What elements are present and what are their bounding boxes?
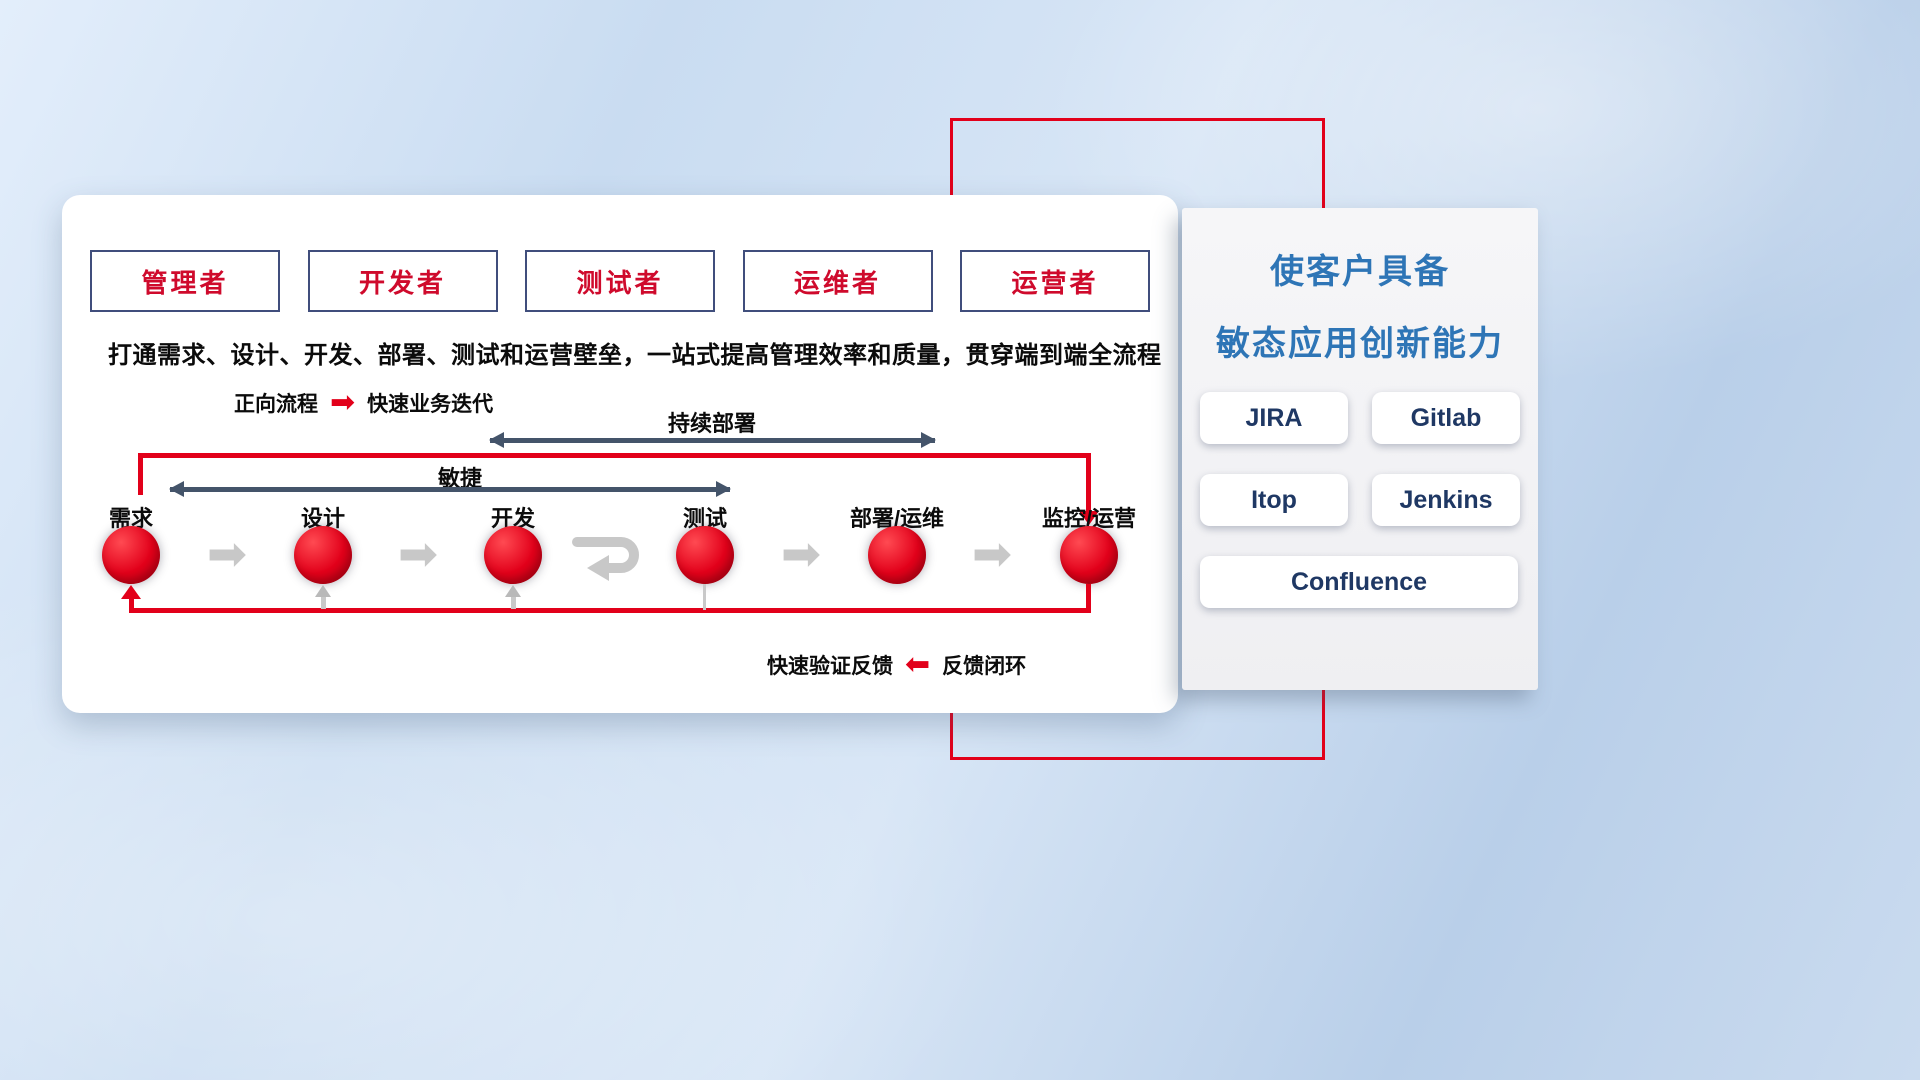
legend-feedback-desc: 快速验证反馈: [767, 655, 893, 678]
legend-feedback-label: 反馈闭环: [942, 655, 1027, 678]
tool-button-itop: Itop: [1200, 474, 1348, 526]
stage-node-development: [484, 526, 542, 584]
roles-row: 管理者 开发者 测试者 运维者 运营者: [90, 250, 1150, 312]
role-label: 管理者: [141, 267, 229, 298]
feedback-arrow-development-icon: [505, 585, 521, 597]
forward-loop-line-right: [1086, 453, 1091, 511]
feedback-line-bottom: [129, 608, 1091, 613]
flow-arrow-icon: ➡: [971, 528, 1013, 581]
stage-node-design: [294, 526, 352, 584]
forward-arrow-icon: ➡: [330, 386, 356, 419]
iterate-loop-icon: [569, 529, 649, 588]
tool-button-jira: JIRA: [1200, 392, 1348, 444]
devops-flow-card: 管理者 开发者 测试者 运维者 运营者 打通需求、设计、开发、部署、测试和运营壁…: [62, 195, 1178, 713]
stage-node-monitor-operations: [1060, 526, 1118, 584]
forward-loop-stub-left: [138, 453, 143, 495]
feedback-connector-testing: [703, 584, 706, 610]
legend-feedback: 快速验证反馈 ➡ 反馈闭环: [767, 648, 1027, 681]
stage-node-requirements: [102, 526, 160, 584]
role-label: 运营者: [1011, 267, 1099, 298]
panel-title-line1: 使客户具备: [1270, 253, 1450, 291]
feedback-line-left: [129, 599, 134, 611]
legend-forward: 正向流程 ➡ 快速业务迭代: [234, 388, 493, 418]
legend-forward-desc: 快速业务迭代: [367, 393, 494, 416]
feedback-connector-development: [511, 597, 516, 609]
legend-forward-label: 正向流程: [234, 393, 318, 416]
stage-node-deploy-ops: [868, 526, 926, 584]
feedback-arrow-design-icon: [315, 585, 331, 597]
role-box-manager: 管理者: [90, 250, 280, 312]
stage-node-testing: [676, 526, 734, 584]
role-label: 测试者: [576, 267, 664, 298]
flow-arrow-icon: ➡: [397, 528, 439, 581]
flow-arrow-icon: ➡: [206, 528, 248, 581]
agile-label: 敏捷: [437, 466, 483, 491]
flow-arrow-icon: ➡: [780, 528, 822, 581]
workflow-subtitle: 打通需求、设计、开发、部署、测试和运营壁垒，一站式提高管理效率和质量，贯穿端到端…: [108, 342, 1162, 369]
capability-panel: 使客户具备 敏态应用创新能力 JIRA Gitlab Itop Jenkins …: [1182, 208, 1538, 690]
forward-loop-arrowhead-icon: [1079, 511, 1099, 525]
feedback-arrow-icon: ➡: [905, 648, 931, 681]
role-label: 运维者: [793, 267, 881, 298]
agile-span-arrow: [169, 481, 731, 497]
feedback-connector-design: [321, 597, 326, 609]
tool-button-jenkins: Jenkins: [1372, 474, 1520, 526]
role-label: 开发者: [358, 267, 446, 298]
role-box-operator: 运营者: [960, 250, 1150, 312]
role-box-developer: 开发者: [307, 250, 498, 312]
role-box-tester: 测试者: [525, 250, 715, 312]
forward-loop-line-top: [138, 453, 1091, 458]
panel-title-line2: 敏态应用创新能力: [1216, 325, 1504, 363]
tool-button-gitlab: Gitlab: [1372, 392, 1520, 444]
feedback-line-right: [1086, 584, 1091, 610]
continuous-deployment-span-arrow: [489, 432, 936, 448]
role-box-ops: 运维者: [742, 250, 933, 312]
feedback-arrowhead-icon: [121, 585, 141, 599]
continuous-deployment-label: 持续部署: [667, 411, 757, 436]
tool-button-confluence: Confluence: [1200, 556, 1518, 608]
